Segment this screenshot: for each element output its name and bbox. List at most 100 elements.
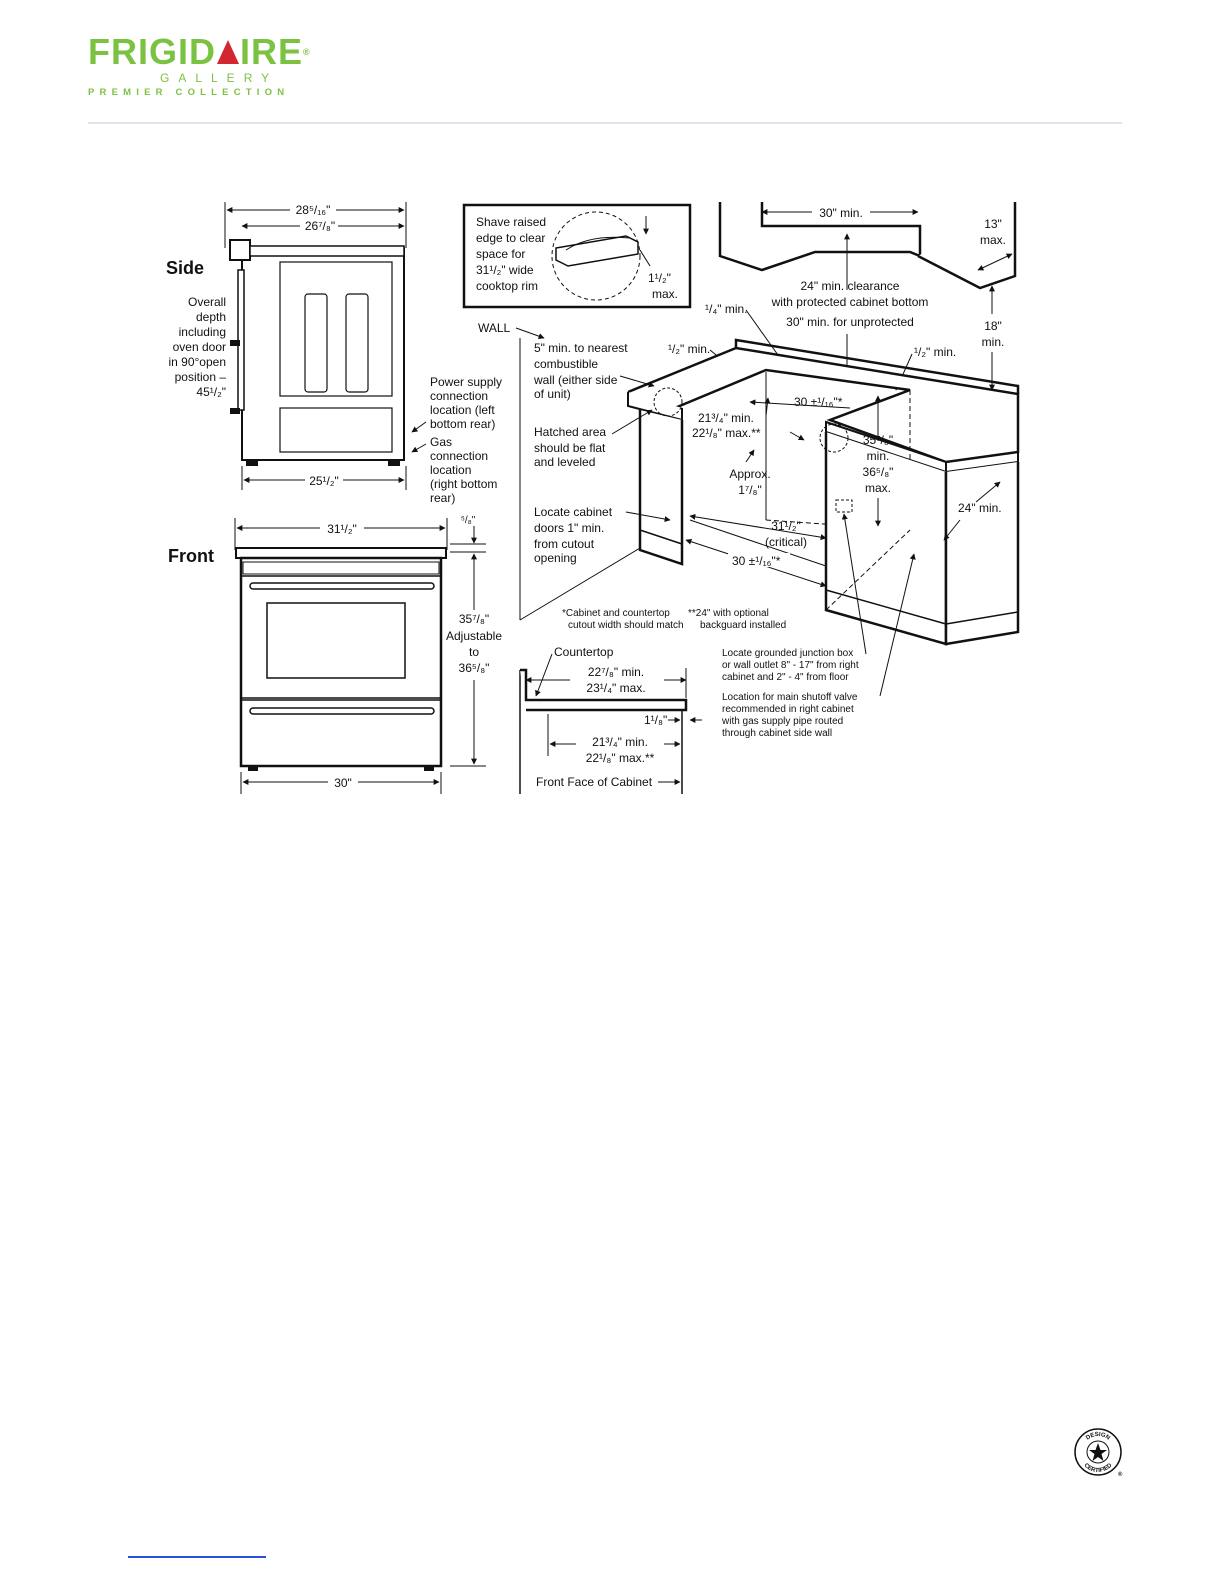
side-oven-cavity — [279, 261, 393, 397]
upper-height-2: min. — [982, 335, 1005, 349]
approx-note: Approx. 1⁷/₈" — [729, 467, 770, 497]
svg-text:location (left: location (left — [430, 403, 495, 417]
svg-text:Location for main shutoff valv: Location for main shutoff valve — [722, 692, 858, 703]
svg-text:5" min. to nearest: 5" min. to nearest — [534, 341, 628, 355]
clearance-note: 24" min. clearance with protected cabine… — [771, 279, 929, 329]
cabinet-width: 30" min. — [819, 206, 863, 220]
front-view: Front 31¹/₂" 30" ⁵/₈" 35⁷/₈" Adjustable … — [168, 515, 502, 794]
seal-top-text: DESIGN — [1085, 1432, 1111, 1442]
svg-text:**24" with optional: **24" with optional — [688, 608, 769, 619]
half-inch-min-right: ¹/₂" min. — [914, 345, 956, 359]
power-supply-note: Power supply connection location (left b… — [430, 375, 502, 431]
svg-text:rear): rear) — [430, 491, 455, 505]
footnotes: *Cabinet and countertop cutout width sho… — [562, 608, 786, 631]
brand-text-left: FRIGID — [88, 31, 216, 72]
svg-text:Locate grounded junction box: Locate grounded junction box — [722, 648, 853, 659]
side-drawer — [279, 407, 393, 453]
front-width-bottom: 30" — [334, 776, 352, 790]
height-range: 35⁷/₈" min. 36⁵/₈" max. — [863, 433, 894, 495]
countertop-section: Countertop 22⁷/₈" min. 23¹/₄" max. 1¹/₈"… — [519, 645, 702, 794]
brand-subline-collection: PREMIER COLLECTION — [88, 87, 290, 98]
svg-text:should be flat: should be flat — [534, 441, 606, 455]
svg-text:Approx.: Approx. — [729, 467, 770, 481]
svg-text:including: including — [179, 325, 226, 339]
svg-text:with protected cabinet bottom: with protected cabinet bottom — [771, 295, 929, 309]
countertop-profile — [520, 668, 688, 712]
svg-text:max.: max. — [652, 287, 678, 301]
wall-label: WALL — [478, 321, 511, 335]
svg-text:cutout width should match: cutout width should match — [568, 620, 684, 631]
cutout-bottom: 30 ±¹/₁₆"* — [732, 554, 781, 568]
quarter-inch-min: ¹/₄" min. — [705, 302, 748, 316]
svg-text:Power supply: Power supply — [430, 375, 502, 389]
svg-text:31¹/₂": 31¹/₂" — [771, 519, 801, 533]
seal-bottom-text: CERTIFIED — [1083, 1462, 1114, 1474]
front-label: Front — [168, 546, 214, 566]
shave-note: Shave raised edge to clear space for 31¹… — [476, 215, 546, 293]
seal-star-icon — [1089, 1443, 1107, 1461]
shave-detail: Shave raised edge to clear space for 31¹… — [462, 203, 692, 309]
left-cabinet — [638, 410, 684, 566]
svg-text:(critical): (critical) — [765, 535, 807, 549]
svg-text:connection: connection — [430, 389, 488, 403]
seal-registered: ® — [1118, 1471, 1123, 1478]
svg-text:Overall: Overall — [188, 295, 226, 309]
svg-text:Adjustable: Adjustable — [446, 629, 502, 643]
front-cooktop — [235, 547, 447, 559]
svg-text:or wall outlet 8" - 17" from r: or wall outlet 8" - 17" from right — [722, 660, 859, 671]
svg-text:cabinet and 2" - 4" from floor: cabinet and 2" - 4" from floor — [722, 672, 849, 683]
svg-text:max.: max. — [865, 481, 891, 495]
svg-text:Shave raised: Shave raised — [476, 215, 546, 229]
brand-text-right: IRE — [240, 31, 304, 72]
svg-text:connection: connection — [430, 449, 488, 463]
svg-text:from cutout: from cutout — [534, 537, 595, 551]
svg-text:36⁵/₈": 36⁵/₈" — [459, 661, 490, 675]
side-cooktop — [249, 245, 405, 257]
svg-text:22¹/₈" max.**: 22¹/₈" max.** — [586, 751, 655, 765]
front-top-gap: ⁵/₈" — [461, 515, 476, 526]
svg-text:through cabinet side wall: through cabinet side wall — [722, 728, 832, 739]
footer-link-underline[interactable] — [128, 1556, 266, 1558]
svg-text:35⁷/₈": 35⁷/₈" — [863, 433, 893, 447]
countertop-thickness: 1¹/₈" — [644, 713, 667, 727]
svg-text:31¹/₂" wide: 31¹/₂" wide — [476, 263, 534, 277]
svg-text:21³/₄" min.: 21³/₄" min. — [698, 411, 754, 425]
svg-text:oven door: oven door — [173, 340, 226, 354]
front-oven-window — [266, 602, 406, 679]
svg-text:(right bottom: (right bottom — [430, 477, 497, 491]
svg-text:35⁷/₈": 35⁷/₈" — [459, 612, 489, 626]
svg-text:Hatched area: Hatched area — [534, 425, 606, 439]
svg-text:Gas: Gas — [430, 435, 452, 449]
front-width-top: 31¹/₂" — [327, 522, 357, 536]
svg-text:opening: opening — [534, 551, 577, 565]
svg-text:36⁵/₈": 36⁵/₈" — [863, 465, 894, 479]
svg-text:edge to clear: edge to clear — [476, 231, 545, 245]
svg-text:22¹/₈" max.**: 22¹/₈" max.** — [692, 426, 761, 440]
countertop-label: Countertop — [554, 645, 614, 659]
junction-note: Locate grounded junction box or wall out… — [722, 648, 859, 683]
svg-text:doors 1" min.: doors 1" min. — [534, 521, 604, 535]
shave-max-note: 1¹/₂" max. — [648, 271, 678, 301]
svg-text:backguard installed: backguard installed — [700, 620, 786, 631]
side-label: Side — [166, 258, 204, 278]
design-certified-seal: DESIGN CERTIFIED ® — [1074, 1428, 1123, 1478]
svg-text:1¹/₂": 1¹/₂" — [648, 271, 671, 285]
gas-connection-note: Gas connection location (right bottom re… — [430, 435, 497, 505]
countertop-range1: 22⁷/₈" min. 23¹/₄" max. — [570, 664, 664, 698]
installation-diagram: Side 28⁵/₁₆" 26⁷/₈" 25¹/₂" Overall depth… — [166, 202, 1020, 794]
svg-text:of unit): of unit) — [534, 387, 571, 401]
side-view: Side 28⁵/₁₆" 26⁷/₈" 25¹/₂" Overall depth… — [166, 202, 502, 505]
svg-text:21³/₄" min.: 21³/₄" min. — [592, 735, 648, 749]
side-control-knob — [229, 239, 251, 261]
svg-text:Locate cabinet: Locate cabinet — [534, 505, 613, 519]
countertop-range2: 21³/₄" min. 22¹/₈" max.** — [576, 734, 664, 766]
shutoff-note: Location for main shutoff valve recommen… — [721, 692, 858, 739]
front-oven-handle — [249, 582, 435, 590]
svg-text:45¹/₂": 45¹/₂" — [196, 385, 226, 399]
svg-text:22⁷/₈" min.: 22⁷/₈" min. — [588, 665, 644, 679]
doors-note: Locate cabinet doors 1" min. from cutout… — [534, 505, 613, 565]
svg-text:min.: min. — [867, 449, 890, 463]
svg-text:and leveled: and leveled — [534, 455, 595, 469]
